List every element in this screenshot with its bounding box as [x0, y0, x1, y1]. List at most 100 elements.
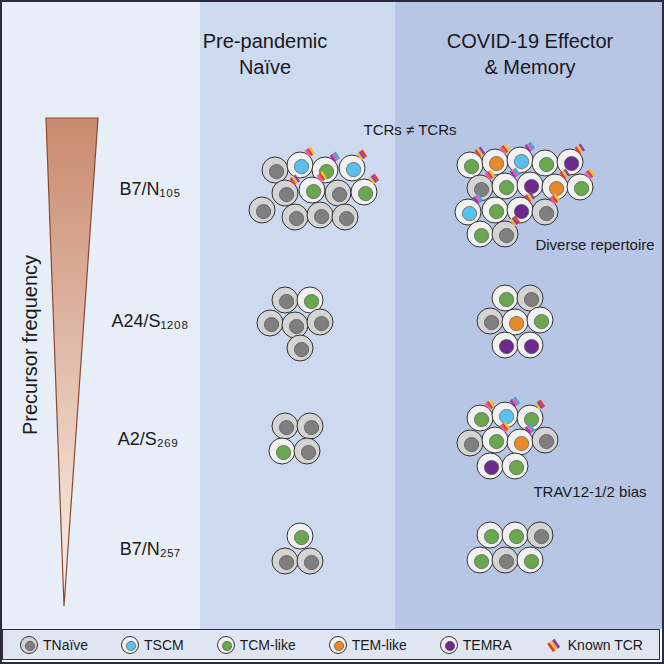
- axis-label: Precursor frequency: [17, 255, 43, 435]
- cell-body: [517, 332, 543, 358]
- t-cell: [502, 309, 528, 335]
- t-cell: [272, 287, 298, 313]
- cell-clusters: [249, 142, 595, 574]
- tcr-stripe: [552, 638, 560, 648]
- cell-body: [297, 413, 323, 439]
- cell-body: [297, 548, 323, 574]
- cell-nucleus: [445, 641, 454, 650]
- tcr-stripe: [334, 152, 341, 160]
- t-cell: [557, 144, 585, 175]
- tcr-stripe: [589, 169, 596, 177]
- cell-body: [20, 636, 37, 653]
- t-cell: [272, 175, 300, 206]
- tcr-mark: [510, 216, 520, 227]
- tcr-stripe: [373, 174, 380, 182]
- tcr-mark: [560, 169, 570, 180]
- legend-item: TNaïve: [19, 635, 88, 655]
- cell-nucleus: [534, 529, 548, 543]
- epitope-label: B7/N₁₀₅: [120, 178, 181, 201]
- cell-nucleus: [474, 182, 488, 196]
- tcr-stripe: [479, 147, 486, 155]
- t-cell: [351, 174, 379, 205]
- t-cell: [294, 438, 320, 464]
- frequency-band: Precursor frequencyB7/N₁₀₅A24/S₁₂₀₈A2/S₂…: [0, 0, 200, 629]
- cell-nucleus: [256, 204, 270, 218]
- cell-nucleus: [304, 555, 318, 569]
- cell-nucleus: [549, 181, 563, 195]
- tcr-stripe: [514, 216, 521, 224]
- t-cell: [477, 453, 503, 479]
- t-cell: [482, 144, 510, 175]
- cell-nucleus: [346, 162, 360, 176]
- cell-body: [282, 204, 308, 230]
- cell-nucleus: [514, 204, 528, 218]
- t-cell: [502, 453, 528, 479]
- t-cell: [492, 285, 518, 311]
- tcr-stripe: [504, 144, 511, 152]
- cell-nucleus: [304, 294, 318, 308]
- cell-nucleus: [269, 164, 283, 178]
- cell-body: [272, 287, 298, 313]
- cell-body: [532, 150, 558, 176]
- tcr-mark: [305, 147, 315, 158]
- annotation: TRAV12-1/2 bias: [533, 482, 646, 502]
- cell-nucleus: [464, 437, 478, 451]
- t-cell: [249, 197, 275, 223]
- t-cell: [297, 413, 323, 439]
- tcr-stripe: [539, 400, 546, 408]
- cell-nucleus: [279, 420, 293, 434]
- cell-nucleus: [489, 204, 503, 218]
- tcr-mark: [535, 400, 545, 411]
- cell-nucleus: [474, 412, 488, 426]
- t-cell: [325, 180, 351, 206]
- t-cell: [287, 147, 315, 178]
- tcr-mark: [500, 144, 510, 155]
- column-header: Pre-pandemic Naïve: [195, 28, 335, 80]
- tcr-stripe: [529, 142, 536, 150]
- legend-label: TSCM: [144, 637, 184, 653]
- t-cell: [532, 150, 558, 176]
- column-header: COVID-19 Effector & Memory: [445, 28, 615, 80]
- t-cell: [299, 172, 327, 203]
- cell-nucleus: [534, 314, 548, 328]
- t-cell: [457, 147, 485, 178]
- cell-nucleus: [514, 436, 528, 450]
- cell-nucleus: [499, 554, 513, 568]
- t-cell: [307, 202, 333, 228]
- cell-nucleus: [279, 187, 293, 201]
- tcr-mark: [357, 150, 367, 161]
- cell-nucleus: [126, 641, 135, 650]
- t-cell: [467, 170, 495, 201]
- cell-body: [492, 332, 518, 358]
- tcr-stripe: [504, 422, 511, 430]
- t-cell: [282, 312, 308, 338]
- tcr-stripe: [489, 400, 496, 408]
- cell-nucleus: [294, 342, 308, 356]
- cell-body: [457, 430, 483, 456]
- cell-nucleus: [339, 211, 353, 225]
- cell-body: [287, 335, 313, 361]
- t-cell: [532, 194, 560, 225]
- t-cell: [467, 547, 493, 573]
- tcr-mark: [525, 142, 535, 153]
- cell-body: [467, 547, 493, 573]
- t-cell: [517, 332, 543, 358]
- cell-nucleus: [564, 156, 578, 170]
- cell-body: [325, 180, 351, 206]
- tcr-mark: [473, 194, 483, 205]
- t-cell: [507, 192, 535, 223]
- legend-label: TCM-like: [240, 637, 296, 653]
- cell-body: [517, 547, 543, 573]
- tcr-mark: [500, 422, 510, 433]
- legend-item: TEMRA: [439, 635, 512, 655]
- t-cell: [269, 438, 295, 464]
- cell-nucleus: [462, 206, 476, 220]
- cell-body: [477, 522, 503, 548]
- t-cell: [307, 309, 333, 335]
- legend-label: TNaïve: [43, 637, 88, 653]
- cell-body: [307, 309, 333, 335]
- cell-nucleus: [499, 409, 513, 423]
- annotation: TCRs ≠ TCRs: [364, 120, 457, 140]
